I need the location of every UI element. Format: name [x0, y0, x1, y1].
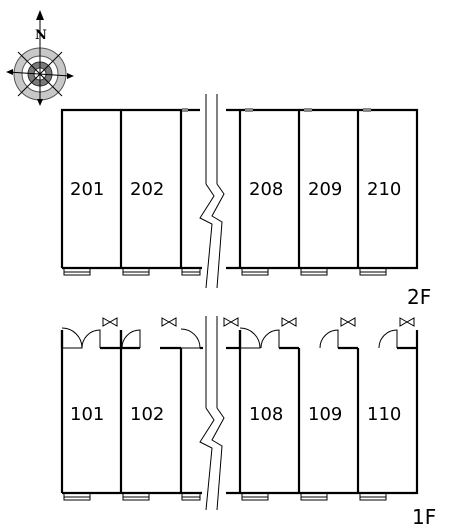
break-line-1f: [199, 316, 225, 511]
floor-1f-plan: 101 102 108 109 110 1F: [60, 317, 436, 529]
room-202: 202: [130, 179, 164, 200]
room-101: 101: [70, 404, 104, 425]
break-line-2f: [199, 94, 225, 289]
floor-2f-plan: 201 202 208 209 210 2F: [60, 108, 431, 309]
room-210: 210: [367, 179, 401, 200]
room-102: 102: [130, 404, 164, 425]
room-110: 110: [367, 404, 401, 425]
room-209: 209: [308, 179, 342, 200]
room-108: 108: [249, 404, 283, 425]
room-201: 201: [70, 179, 104, 200]
compass-north-label: N: [35, 28, 47, 43]
room-208: 208: [249, 179, 283, 200]
room-109: 109: [308, 404, 342, 425]
compass-rose-icon: N: [6, 10, 74, 106]
floor-label-2f: 2F: [407, 285, 431, 309]
floor-label-1f: 1F: [412, 505, 436, 529]
